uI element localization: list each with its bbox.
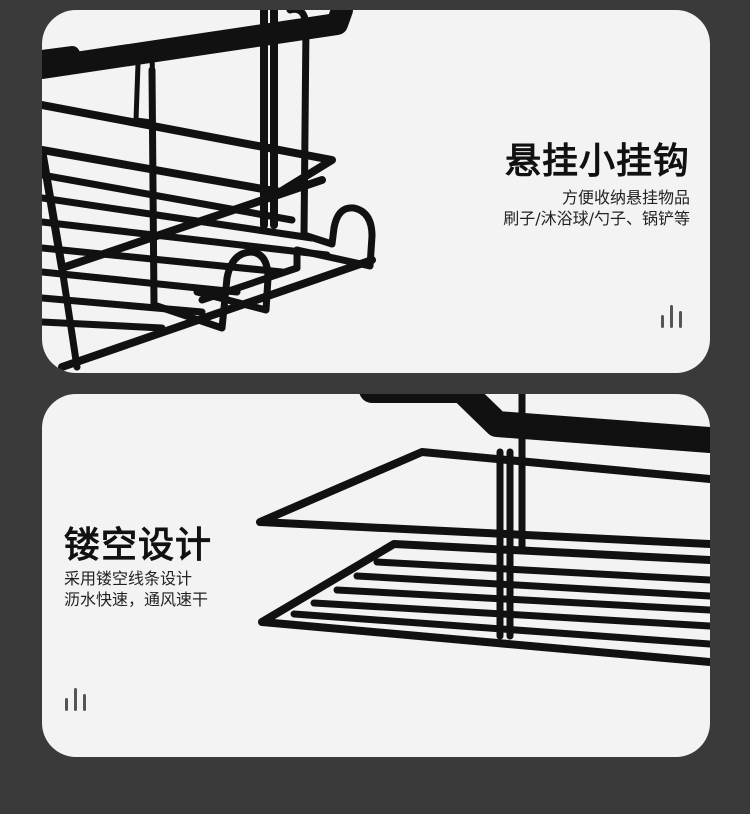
signal-bars-icon (661, 305, 682, 328)
rack-wire-basket-illustration (256, 394, 710, 666)
hollow-design-line-1: 采用镂空线条设计 (64, 569, 193, 588)
hollow-design-card: 镂空设计 采用镂空线条设计 沥水快速，通风速干 (42, 394, 710, 757)
hooks-feature-card: 悬挂小挂钩 方便收纳悬挂物品 刷子/沐浴球/勺子、锅铲等 (42, 10, 710, 373)
hooks-feature-line-1: 方便收纳悬挂物品 (561, 188, 690, 207)
hooks-feature-title: 悬挂小挂钩 (504, 141, 690, 182)
hollow-design-line-2: 沥水快速，通风速干 (64, 590, 209, 609)
hollow-design-title: 镂空设计 (64, 525, 213, 566)
rack-hooks-illustration (42, 10, 376, 371)
signal-bars-icon (65, 688, 86, 711)
hooks-feature-line-2: 刷子/沐浴球/勺子、锅铲等 (503, 209, 690, 228)
